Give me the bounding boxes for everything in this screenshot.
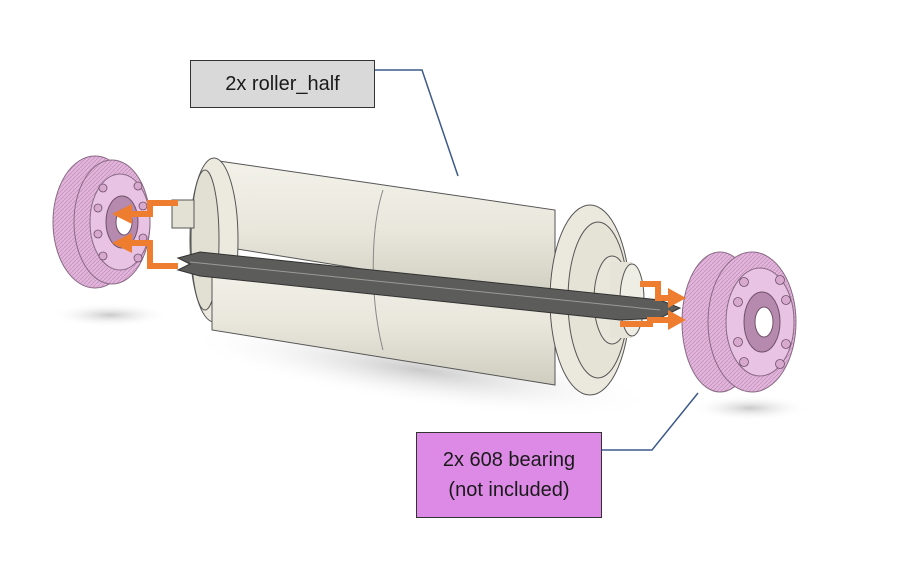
bearing-callout-line1: 2x 608 bearing [443,445,575,475]
arrow-right-upper [640,284,670,298]
right-bearing [682,252,796,392]
left-bearing [53,156,150,288]
bearing-callout-line2: (not included) [448,475,569,505]
roller-leader-line [375,70,458,176]
bearing-callout: 2x 608 bearing (not included) [416,432,602,518]
roller-half-callout-text: 2x roller_half [225,69,340,99]
roller-half-callout: 2x roller_half [190,60,375,108]
